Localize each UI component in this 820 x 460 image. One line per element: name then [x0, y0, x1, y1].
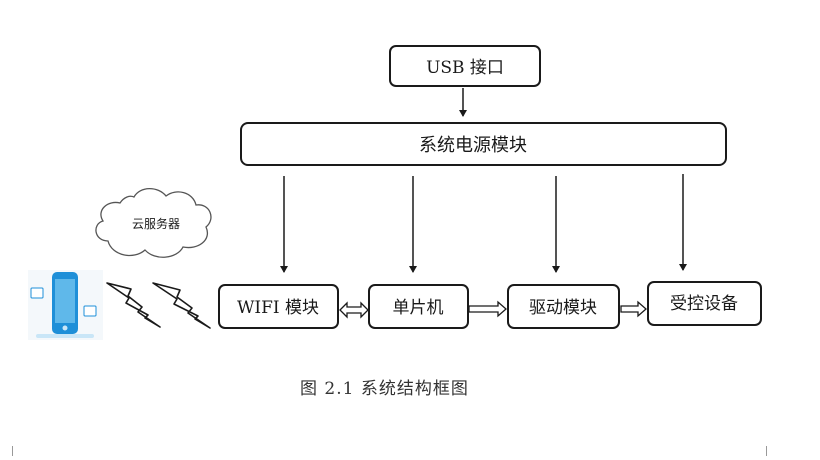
controlled-device-box: 受控设备 — [647, 281, 762, 326]
usb-interface-label: USB 接口 — [426, 58, 504, 78]
arrow-mcu-to-driver — [468, 300, 507, 318]
phone-home-button — [62, 325, 68, 331]
wifi-module-box: WIFI 模块 — [218, 284, 339, 329]
signal-bubble-icon — [30, 287, 44, 299]
lightning-bolt-icon-left — [106, 282, 161, 328]
page-corner-mark-left — [12, 446, 13, 456]
arrow-driver-to-device — [620, 300, 647, 318]
cloud-icon — [95, 187, 212, 258]
power-module-box: 系统电源模块 — [240, 122, 727, 166]
controlled-device-label: 受控设备 — [670, 294, 738, 314]
driver-module-box: 驱动模块 — [507, 284, 620, 329]
phone-screen — [55, 279, 75, 323]
mcu-label: 单片机 — [393, 298, 444, 318]
phone-base — [36, 334, 94, 338]
message-bubble-icon — [83, 305, 97, 317]
smartphone — [28, 270, 103, 340]
lightning-bolt-icon-right — [152, 282, 211, 329]
power-module-label: 系统电源模块 — [419, 135, 527, 156]
cloud-server-label: 云服务器 — [132, 216, 180, 231]
driver-module-label: 驱动模块 — [529, 298, 597, 318]
usb-interface-box: USB 接口 — [389, 45, 541, 87]
page-corner-mark-right — [766, 446, 767, 456]
bidirectional-arrow-wifi-mcu — [339, 301, 369, 319]
cloud-server: 云服务器 — [95, 187, 212, 258]
mcu-box: 单片机 — [368, 284, 469, 329]
wifi-module-label: WIFI 模块 — [237, 298, 319, 318]
figure-caption: 图 2.1 系统结构框图 — [300, 379, 469, 399]
